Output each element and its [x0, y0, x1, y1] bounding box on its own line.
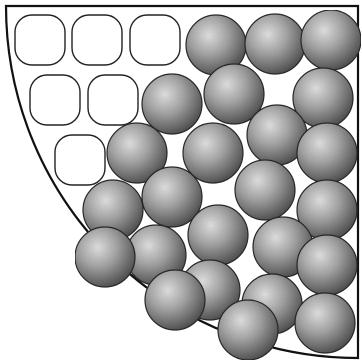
sphere	[145, 270, 205, 330]
empty-slot	[72, 15, 122, 65]
empty-slot	[15, 15, 65, 65]
sphere	[245, 14, 305, 74]
sphere	[297, 235, 357, 295]
sphere	[301, 10, 361, 70]
empty-slot	[55, 135, 105, 185]
sphere	[235, 160, 295, 220]
sphere	[188, 205, 248, 265]
sphere	[142, 74, 202, 134]
sphere	[218, 300, 278, 360]
sphere	[295, 293, 355, 353]
sphere	[75, 227, 135, 287]
sphere	[297, 123, 357, 183]
empty-slot	[30, 75, 80, 125]
empty-slot	[130, 15, 180, 65]
empty-slot	[88, 75, 138, 125]
